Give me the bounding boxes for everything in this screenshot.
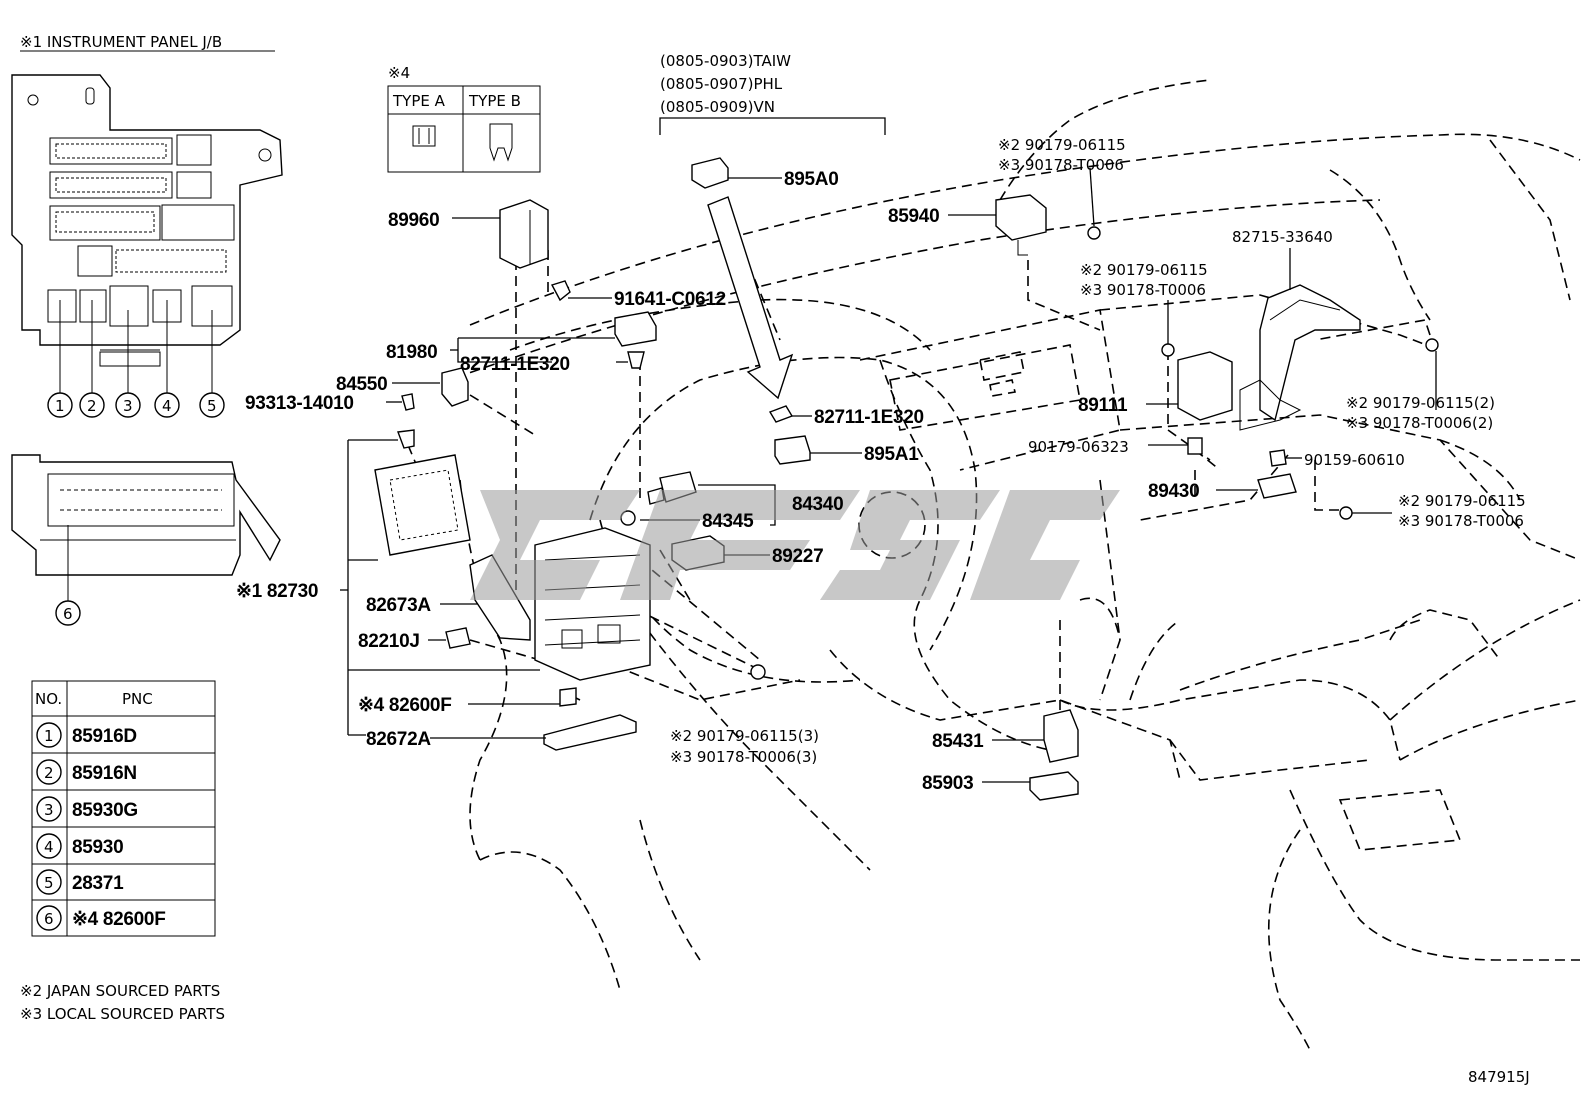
label-nut-japan-3: ※2 90179-06115(3) xyxy=(670,727,819,745)
instrument-panel-jb-illustration xyxy=(11,74,283,367)
type-box: ※4 TYPE A TYPE B xyxy=(387,64,541,173)
label-89227: 89227 xyxy=(772,546,823,567)
jb-number-circles: 1 2 3 4 5 xyxy=(47,392,225,418)
label-81980: 81980 xyxy=(386,342,437,363)
jb-title: ※1 INSTRUMENT PANEL J/B xyxy=(20,33,222,51)
row-pnc: 28371 xyxy=(72,873,124,894)
circle-1: 1 xyxy=(55,397,65,415)
circle-3: 3 xyxy=(123,397,133,415)
label-82715-33640: 82715-33640 xyxy=(1232,228,1333,246)
arrow xyxy=(707,196,794,400)
label-82210J: 82210J xyxy=(358,631,420,652)
label-84340: 84340 xyxy=(792,494,843,515)
label-82600F: ※4 82600F xyxy=(358,695,452,716)
label-82711-1E320-a: 82711-1E320 xyxy=(460,354,570,375)
row-pnc: 85930G xyxy=(72,800,138,821)
label-85940: 85940 xyxy=(888,206,939,227)
circle-4: 4 xyxy=(162,397,172,415)
type-b-label: TYPE B xyxy=(468,92,521,110)
label-nut-local-3: ※3 90178-T0006(3) xyxy=(670,748,817,766)
label-93313-14010: 93313-14010 xyxy=(245,393,354,414)
date-code-2: (0805-0907)PHL xyxy=(660,75,783,93)
row-no: 3 xyxy=(44,801,54,819)
date-code-3: (0805-0909)VN xyxy=(660,98,775,116)
table-row: 6 ※4 82600F xyxy=(36,905,166,931)
dashboard-outline xyxy=(454,79,1581,1051)
label-91641-C0612: 91641-C0612 xyxy=(614,289,726,310)
label-nut-local-top: ※3 90178-T0006 xyxy=(998,156,1124,174)
label-82711-1E320-b: 82711-1E320 xyxy=(814,407,924,428)
row-pnc: ※4 82600F xyxy=(72,909,166,930)
circle-2: 2 xyxy=(87,397,97,415)
part-labels: 895A0 89960 91641-C0612 81980 82711-1E32… xyxy=(236,136,1526,794)
row-pnc: 85930 xyxy=(72,837,123,858)
date-codes: (0805-0903)TAIW (0805-0907)PHL (0805-090… xyxy=(659,52,886,135)
row-no: 2 xyxy=(44,764,54,782)
label-nut-local-low: ※3 90178-T0006 xyxy=(1398,512,1524,530)
circle-6: 6 xyxy=(63,605,73,623)
label-89960: 89960 xyxy=(388,210,439,231)
row-no: 1 xyxy=(44,727,54,745)
label-82730: ※1 82730 xyxy=(236,581,318,602)
table-row: 5 28371 xyxy=(36,869,124,895)
label-90179-06323: 90179-06323 xyxy=(1028,438,1129,456)
circle-5: 5 xyxy=(207,397,217,415)
type-ref: ※4 xyxy=(388,64,410,82)
drawing-number: 847915J xyxy=(1468,1068,1530,1086)
label-nut-japan-top: ※2 90179-06115 xyxy=(998,136,1126,154)
label-90159-60610: 90159-60610 xyxy=(1304,451,1405,469)
label-89430: 89430 xyxy=(1148,481,1199,502)
label-89111: 89111 xyxy=(1078,395,1128,416)
table-head-no: NO. xyxy=(35,690,62,708)
table-row: 4 85930 xyxy=(36,833,124,859)
row-no: 4 xyxy=(44,838,54,856)
row-pnc: 85916D xyxy=(72,726,137,747)
jb-leaders xyxy=(59,300,213,393)
table-row: 1 85916D xyxy=(36,722,137,748)
label-85431: 85431 xyxy=(932,731,984,752)
label-nut-japan-low: ※2 90179-06115 xyxy=(1398,492,1526,510)
label-nut-local-2: ※3 90178-T0006(2) xyxy=(1346,414,1493,432)
label-84345: 84345 xyxy=(702,511,754,532)
jb-side-illustration: 6 xyxy=(11,454,281,626)
watermark-logo xyxy=(470,490,1120,600)
row-pnc: 85916N xyxy=(72,763,137,784)
type-a-label: TYPE A xyxy=(392,92,446,110)
label-85903: 85903 xyxy=(922,773,973,794)
pnc-table: NO. PNC 1 85916D 2 85916N 3 85930G 4 859… xyxy=(31,680,216,937)
label-82672A: 82672A xyxy=(366,729,431,750)
label-nut-japan-2: ※2 90179-06115(2) xyxy=(1346,394,1495,412)
row-no: 6 xyxy=(44,910,54,928)
label-82673A: 82673A xyxy=(366,595,431,616)
label-nut-japan-mid: ※2 90179-06115 xyxy=(1080,261,1208,279)
label-895A1: 895A1 xyxy=(864,444,919,465)
table-head-pnc: PNC xyxy=(122,690,153,708)
note-local-sourced: ※3 LOCAL SOURCED PARTS xyxy=(20,1005,225,1023)
label-nut-local-mid: ※3 90178-T0006 xyxy=(1080,281,1206,299)
label-895A0: 895A0 xyxy=(784,169,839,190)
table-row: 3 85930G xyxy=(36,796,138,822)
row-no: 5 xyxy=(44,874,54,892)
table-row: 2 85916N xyxy=(36,759,137,785)
date-code-1: (0805-0903)TAIW xyxy=(660,52,791,70)
label-leaders xyxy=(340,167,1437,783)
note-japan-sourced: ※2 JAPAN SOURCED PARTS xyxy=(20,982,220,1000)
label-84550: 84550 xyxy=(336,374,387,395)
